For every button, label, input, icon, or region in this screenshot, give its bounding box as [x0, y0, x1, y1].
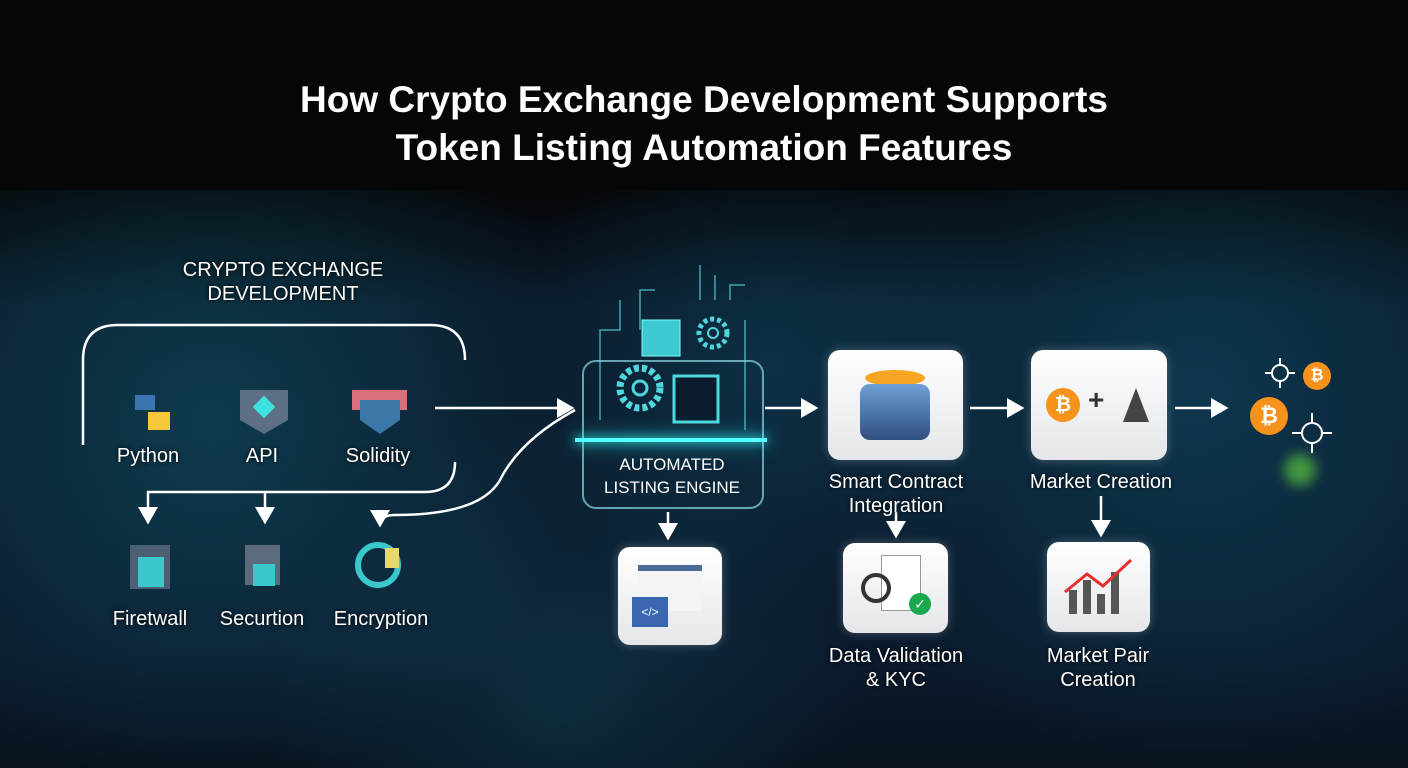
data-validation-label: Data Validation& KYC [828, 645, 964, 691]
engine-glow-line [575, 438, 767, 442]
trend-up-icon [1064, 558, 1133, 594]
ethereum-icon [1123, 388, 1149, 422]
firewall-icon [130, 545, 170, 589]
green-glow [1284, 454, 1316, 486]
chip-icon [641, 319, 681, 357]
smart-contract-card [828, 350, 963, 460]
network-icon [1265, 358, 1332, 453]
market-creation-label: Market Creation [1029, 471, 1173, 493]
tech-label-solidity: Solidity [345, 445, 411, 467]
plus-icon: + [1088, 384, 1105, 415]
security-label-firewall: Firetwall [112, 608, 188, 630]
market-creation-card: ₿ + [1031, 350, 1167, 460]
tech-label-api: API [245, 445, 279, 467]
api-icon [240, 390, 288, 434]
network-background [0, 190, 1408, 768]
code-card: </> [618, 547, 722, 645]
solidity-icon [352, 390, 407, 434]
group-bracket [81, 323, 467, 445]
market-pair-card [1047, 542, 1150, 632]
gear-icon [616, 364, 664, 412]
bitcoin-icon: ₿ [1250, 397, 1288, 435]
security-label-encryption: Encryption [333, 608, 429, 630]
python-icon [135, 395, 170, 430]
chip-icon [672, 374, 720, 424]
data-validation-card: ✓ [843, 543, 948, 633]
security-label-security: Securtion [219, 608, 305, 630]
magnifier-icon [861, 573, 891, 603]
tech-label-python: Python [116, 445, 180, 467]
check-icon: ✓ [909, 593, 931, 615]
automated-listing-engine [582, 360, 764, 509]
bitcoin-icon: ₿ [1303, 362, 1331, 390]
page-title: How Crypto Exchange Development Supports… [300, 79, 1108, 168]
database-icon [860, 384, 930, 440]
circuit-icon [599, 265, 746, 430]
security-icon [245, 545, 280, 586]
gear-icon [696, 316, 730, 350]
bitcoin-icon: ₿ [1046, 388, 1080, 422]
code-icon: </> [632, 597, 668, 627]
encryption-icon [355, 542, 401, 588]
